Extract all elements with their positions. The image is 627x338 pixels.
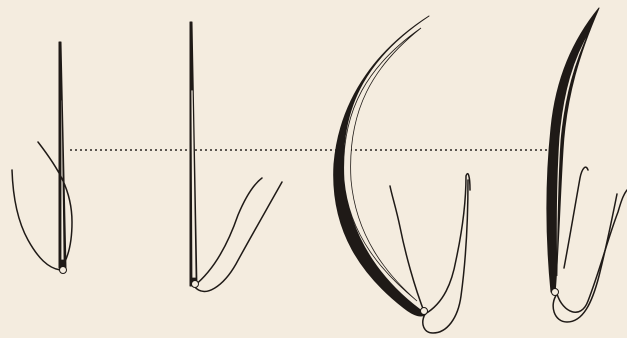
thread-loop-4b [553,194,617,322]
thread-loop-2b [194,178,262,286]
needle-3-highlight [344,28,421,301]
needle-panel-3 [334,16,470,333]
needle-panel-1 [12,42,72,274]
needle-panel-4 [547,8,627,322]
needle-4 [547,8,599,294]
needle-4-eye [552,289,559,296]
needle-1-eye [60,267,67,274]
thread-loop-4c [564,167,588,268]
thread-loop-3a [425,174,470,314]
thread-loop-2a [194,182,282,291]
needle-2-eye [192,281,199,288]
needle-panel-2 [190,22,282,291]
needle-3-eye [421,308,428,315]
